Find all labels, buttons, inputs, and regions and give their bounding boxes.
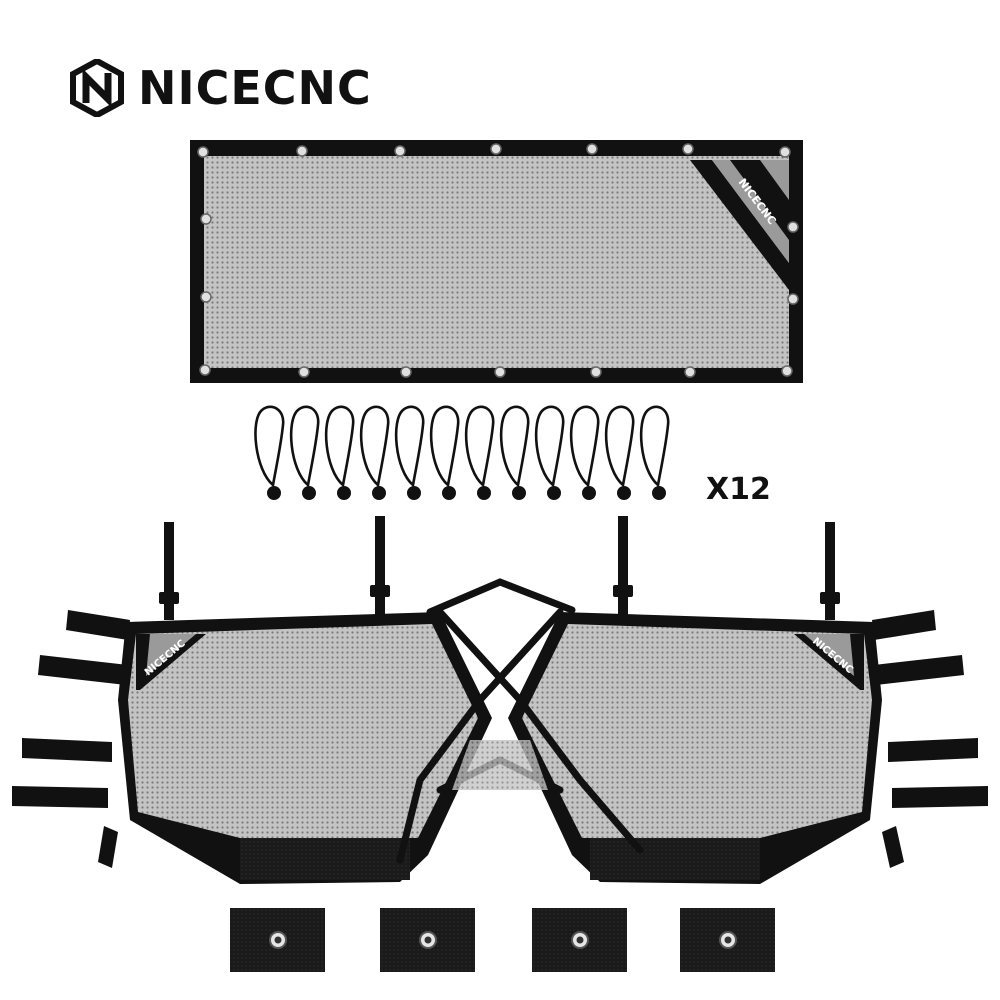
brand-name: NICECNC <box>138 61 372 115</box>
bungee-cord <box>569 405 600 500</box>
bungee-cord <box>394 405 425 500</box>
bungee-cord <box>464 405 495 500</box>
bungee-cord <box>289 405 320 500</box>
left-side-straps <box>12 610 130 868</box>
brand-logo: NICECNC <box>70 58 372 118</box>
bungee-cord <box>254 405 285 500</box>
left-side-net: NICECNC <box>12 516 492 884</box>
right-side-net: NICECNC <box>508 516 988 884</box>
bungee-cords <box>254 405 670 500</box>
bungee-cord <box>604 405 635 500</box>
right-top-straps <box>613 516 840 620</box>
bungee-cord <box>534 405 565 500</box>
velcro-pad <box>532 908 627 972</box>
panel-corner-tag: NICECNC <box>690 160 789 290</box>
bungee-cord <box>639 405 670 500</box>
velcro-pad <box>680 908 775 972</box>
left-top-straps <box>159 516 390 620</box>
velcro-pads <box>230 908 775 972</box>
bungee-cord <box>359 405 390 500</box>
nicecnc-hex-logo-icon <box>70 59 124 117</box>
top-shade-panel: NICECNC <box>190 140 803 383</box>
top-panel-grommets <box>197 143 799 378</box>
velcro-pad <box>230 908 325 972</box>
right-side-straps <box>872 610 988 868</box>
bungee-cord <box>324 405 355 500</box>
bungee-cord <box>429 405 460 500</box>
velcro-pad <box>380 908 475 972</box>
bungee-cord <box>499 405 530 500</box>
bungee-quantity-label: X12 <box>706 472 771 507</box>
